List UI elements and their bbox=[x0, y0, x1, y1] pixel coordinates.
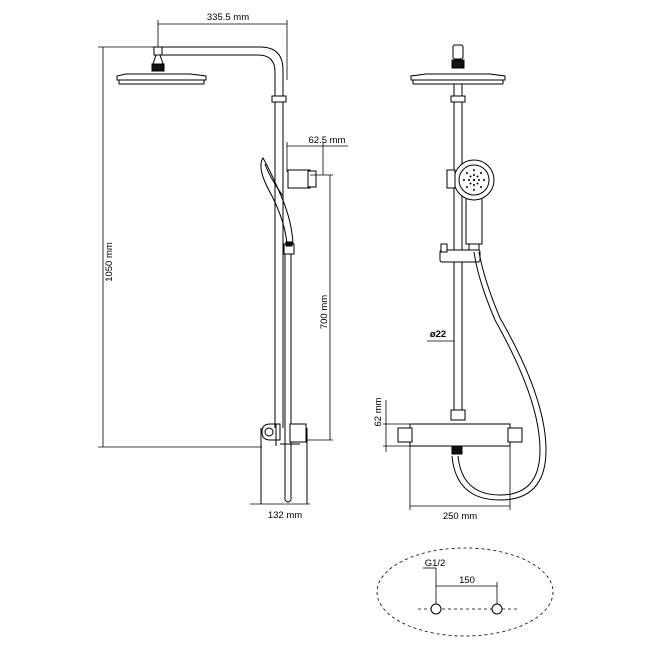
inlet-left bbox=[430, 603, 442, 615]
mixer-body-front bbox=[409, 423, 511, 447]
front-hose-outer bbox=[457, 251, 541, 496]
mixer-extension-lines bbox=[260, 428, 308, 504]
bracket-offset-label: 62.5 mm bbox=[309, 135, 346, 146]
overhead-shower-head bbox=[116, 73, 207, 81]
detail-ellipse bbox=[376, 547, 554, 637]
total-height-label: 1050 mm bbox=[104, 242, 115, 282]
shower-arm-bottom bbox=[158, 54, 276, 100]
inlet-right bbox=[491, 603, 503, 615]
mixer-left-knob bbox=[397, 427, 413, 443]
side-view: 1050 mm 335.5 mm 62.5 mm bbox=[98, 12, 348, 521]
mixer-right-knob bbox=[507, 427, 523, 443]
mixer-width-label: 250 mm bbox=[443, 511, 477, 522]
inlet-detail: G1/2 150 bbox=[376, 547, 554, 637]
mixer-handle-side bbox=[261, 423, 281, 441]
head-swivel bbox=[152, 54, 164, 65]
front-view: ø22 62 mm bbox=[373, 44, 547, 522]
hand-shower-nozzles bbox=[463, 169, 485, 191]
mixer-body-side bbox=[289, 423, 307, 443]
arm-length-label: 335.5 mm bbox=[207, 12, 249, 23]
mixer-outlet bbox=[451, 445, 463, 455]
arm-joint bbox=[271, 95, 287, 103]
front-head-connector bbox=[452, 44, 464, 60]
head-ball-joint bbox=[151, 63, 165, 72]
inlet-spacing-label: 150 bbox=[459, 575, 475, 586]
head-connector bbox=[153, 46, 163, 56]
front-hose-inner bbox=[451, 251, 547, 501]
slide-rail-label: 700 mm bbox=[319, 295, 330, 329]
slide-bracket bbox=[287, 169, 311, 189]
shower-arm-top bbox=[158, 46, 284, 100]
mixer-height-label: 62 mm bbox=[373, 397, 384, 426]
pipe-diameter-label: ø22 bbox=[430, 329, 446, 340]
mixer-depth-label: 132 mm bbox=[268, 510, 302, 521]
inlet-thread-label: G1/2 bbox=[425, 558, 446, 569]
front-overhead-shower bbox=[410, 73, 506, 81]
hand-shower-handle bbox=[465, 198, 483, 245]
